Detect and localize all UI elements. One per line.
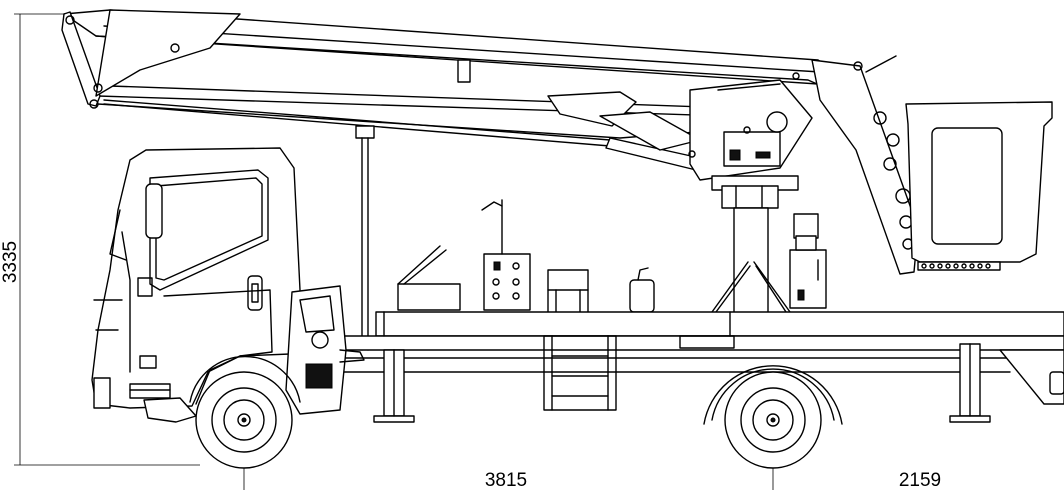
fire-extinguisher <box>629 267 655 313</box>
height-dimension-label: 3335 <box>0 241 21 283</box>
front-wheel <box>189 355 301 469</box>
engine-bay <box>285 285 365 415</box>
chassis-deck <box>325 311 1064 373</box>
hydraulic-tank <box>789 213 827 309</box>
basket-arm <box>811 55 919 275</box>
turret <box>547 72 813 209</box>
control-box <box>481 199 531 311</box>
wheelbase-dimension: 3815 <box>243 450 774 490</box>
boom-rest-post <box>355 125 375 351</box>
rear-outrigger <box>949 343 991 423</box>
front-tow-hook <box>143 397 197 423</box>
rear-wheel <box>703 365 843 469</box>
rear-bumper <box>999 349 1064 405</box>
front-outrigger <box>373 349 415 423</box>
work-basket <box>905 101 1053 271</box>
turret-mast <box>711 207 791 315</box>
basket-rivets <box>921 263 991 269</box>
step-ladder <box>543 335 617 411</box>
tool-box <box>397 245 461 311</box>
rear-overhang-dimension: 2159 <box>899 470 941 490</box>
height-dimension: 3335 <box>0 13 200 466</box>
truck-cab <box>91 147 301 409</box>
wheelbase-dimension-label: 3815 <box>485 470 527 490</box>
rear-overhang-dimension-label: 2159 <box>899 470 941 490</box>
